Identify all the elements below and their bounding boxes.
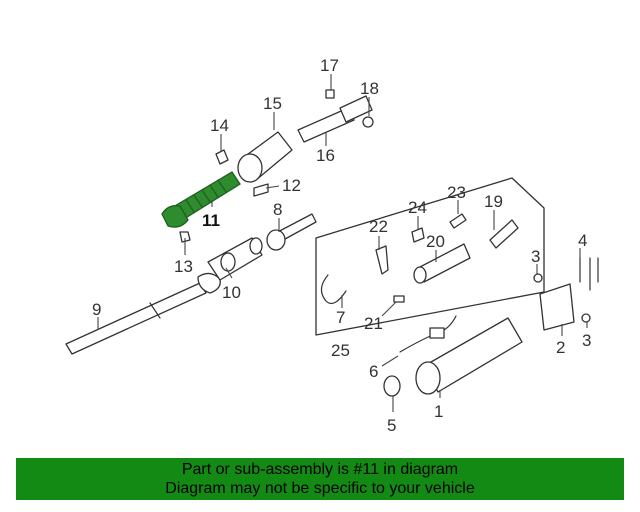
callout-22: 22	[369, 217, 388, 236]
callout-3b: 3	[582, 331, 591, 350]
part-13-pin[interactable]	[179, 231, 191, 243]
part-24-clip[interactable]	[411, 227, 425, 243]
part-23-lever[interactable]	[449, 213, 467, 229]
part-21-bolt[interactable]	[393, 295, 405, 303]
callout-8: 8	[273, 200, 282, 219]
part-10-coupling[interactable]	[207, 237, 263, 281]
part-12-screw[interactable]	[253, 183, 269, 197]
part-2-bracket[interactable]	[539, 283, 575, 331]
callout-18: 18	[360, 79, 379, 98]
callout-5: 5	[387, 416, 396, 435]
banner-line-disclaimer: Diagram may not be specific to your vehi…	[165, 480, 475, 497]
part-18-nut[interactable]	[362, 116, 374, 128]
part-4-bolts[interactable]	[579, 257, 599, 291]
callout-6: 6	[369, 362, 378, 381]
callout-2: 2	[556, 338, 565, 357]
part-9-intermediate-shaft[interactable]	[65, 272, 221, 355]
callout-4: 4	[578, 231, 587, 250]
part-20-lock-housing[interactable]	[413, 243, 471, 284]
parts-diagram: 1 2 3 3 4 5 6 7 8 9 10 11 12 13 14 15 16…	[65, 56, 599, 435]
callout-3a: 3	[531, 247, 540, 266]
callout-14: 14	[210, 116, 229, 135]
callout-19: 19	[484, 192, 503, 211]
part-22-bracket[interactable]	[375, 245, 389, 275]
part-6-switch-harness[interactable]	[399, 315, 457, 353]
callout-13: 13	[174, 257, 193, 276]
callout-15: 15	[263, 94, 282, 113]
banner-line-part: Part or sub-assembly is #11 in diagram	[181, 461, 459, 478]
part-17-bolt[interactable]	[325, 89, 335, 99]
group-box-25	[315, 177, 545, 336]
part-14-clip[interactable]	[215, 149, 229, 165]
part-16-upper-shaft[interactable]	[297, 95, 373, 143]
part-8-shaft[interactable]	[266, 213, 317, 251]
callout-23: 23	[447, 183, 466, 202]
callout-7: 7	[336, 308, 345, 327]
part-7-wire[interactable]	[320, 274, 347, 304]
callout-12: 12	[282, 176, 301, 195]
callout-9: 9	[92, 300, 101, 319]
part-3-nut[interactable]	[533, 273, 591, 323]
part-19-switch[interactable]	[489, 219, 519, 249]
callout-10: 10	[222, 283, 241, 302]
callout-11: 11	[202, 211, 220, 230]
callout-17: 17	[320, 56, 339, 75]
callout-labels: 1 2 3 3 4 5 6 7 8 9 10 11 12 13 14 15 16…	[92, 56, 591, 435]
part-5-bushing[interactable]	[383, 375, 401, 397]
part-1-column-jacket[interactable]	[415, 317, 523, 395]
part-15-column-housing[interactable]	[237, 131, 293, 183]
callout-16: 16	[316, 146, 335, 165]
callout-24: 24	[408, 198, 427, 217]
callout-21: 21	[364, 314, 383, 333]
leader-lines	[97, 74, 588, 412]
part-11-highlighted-shaft[interactable]	[161, 171, 241, 228]
callout-25: 25	[331, 341, 350, 360]
info-banner: Part or sub-assembly is #11 in diagram D…	[16, 458, 624, 500]
callout-20: 20	[426, 232, 445, 251]
callout-1: 1	[434, 402, 443, 421]
